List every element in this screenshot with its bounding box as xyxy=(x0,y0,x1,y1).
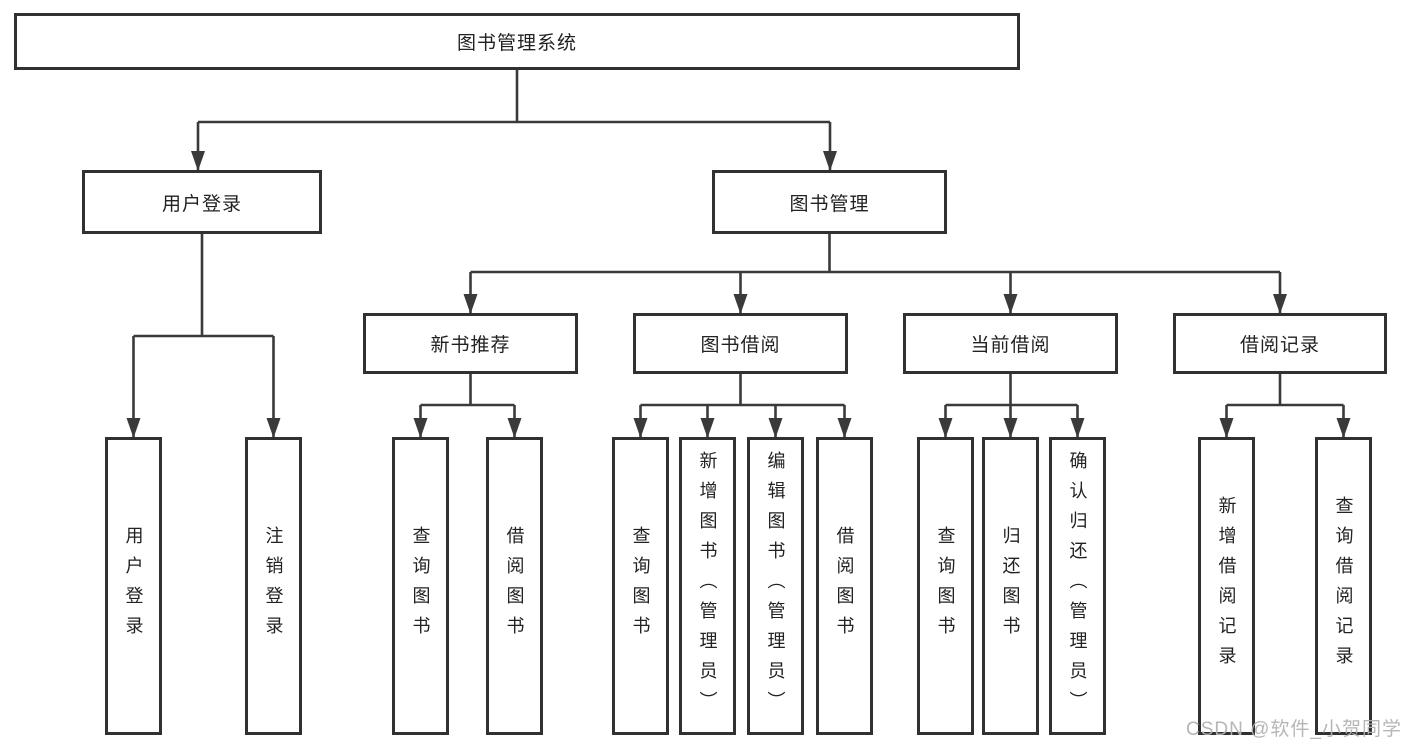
node-user-login: 用户登录 xyxy=(82,170,322,234)
leaf-label: 编辑图书（管理员） xyxy=(765,451,786,721)
leaf-label: 注销登录 xyxy=(263,526,284,646)
node-label: 图书管理系统 xyxy=(456,33,577,54)
leaf-label: 查询借阅记录 xyxy=(1333,496,1354,676)
leaf-user-login: 用户登录 xyxy=(105,437,162,735)
node-new-book-recommend: 新书推荐 xyxy=(363,313,578,374)
leaf-add-borrow-record: 新增借阅记录 xyxy=(1198,437,1255,735)
leaf-label: 借阅图书 xyxy=(504,526,525,646)
leaf-label: 查询图书 xyxy=(630,526,651,646)
leaf-query-books-current: 查询图书 xyxy=(917,437,974,735)
node-book-management: 图书管理 xyxy=(712,170,947,234)
leaf-label: 确认归还（管理员） xyxy=(1067,451,1088,721)
leaf-logout: 注销登录 xyxy=(245,437,302,735)
leaf-edit-book-admin: 编辑图书（管理员） xyxy=(747,437,804,735)
leaf-confirm-return-admin: 确认归还（管理员） xyxy=(1049,437,1106,735)
leaf-label: 新增借阅记录 xyxy=(1216,496,1237,676)
leaf-label: 归还图书 xyxy=(1000,526,1021,646)
node-label: 图书管理 xyxy=(789,193,870,215)
leaf-label: 借阅图书 xyxy=(834,526,855,646)
node-label: 用户登录 xyxy=(161,193,242,215)
node-book-borrowing: 图书借阅 xyxy=(633,313,848,374)
node-label: 新书推荐 xyxy=(430,335,511,356)
leaf-borrow-books-recommend: 借阅图书 xyxy=(486,437,543,735)
node-label: 借阅记录 xyxy=(1239,335,1320,356)
leaf-query-books-recommend: 查询图书 xyxy=(392,437,449,735)
leaf-add-book-admin: 新增图书（管理员） xyxy=(679,437,736,735)
leaf-label: 查询图书 xyxy=(410,526,431,646)
leaf-borrow-books-borrowing: 借阅图书 xyxy=(816,437,873,735)
node-current-borrowing: 当前借阅 xyxy=(903,313,1118,374)
leaf-label: 查询图书 xyxy=(935,526,956,646)
leaf-return-books: 归还图书 xyxy=(982,437,1039,735)
leaf-label: 用户登录 xyxy=(123,526,144,646)
leaf-query-books-borrowing: 查询图书 xyxy=(612,437,669,735)
node-label: 当前借阅 xyxy=(970,335,1051,356)
leaf-query-borrow-record: 查询借阅记录 xyxy=(1315,437,1372,735)
node-borrowing-records: 借阅记录 xyxy=(1173,313,1387,374)
node-library-system: 图书管理系统 xyxy=(14,13,1020,70)
node-label: 图书借阅 xyxy=(700,335,781,356)
csdn-watermark: CSDN @软件_小贺同学 xyxy=(1186,719,1402,740)
leaf-label: 新增图书（管理员） xyxy=(697,451,718,721)
